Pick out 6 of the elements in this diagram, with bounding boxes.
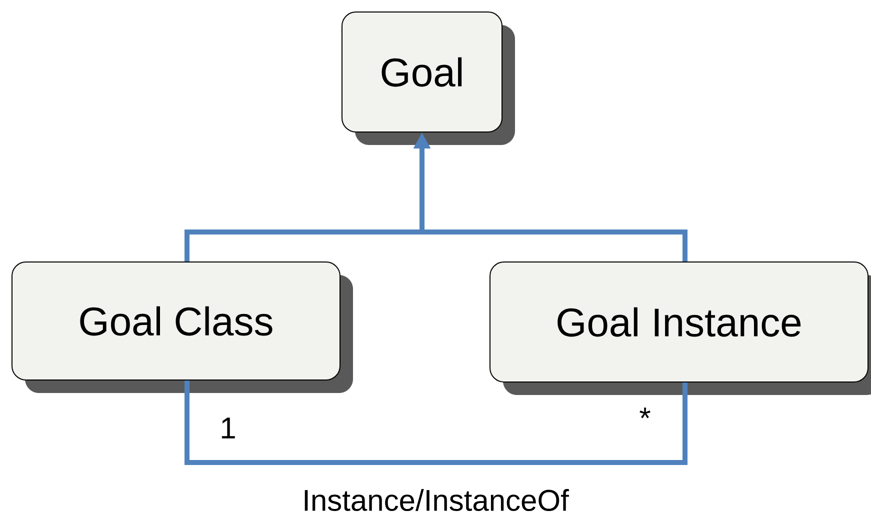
edge-label: Instance/InstanceOf [300,487,571,514]
connector [184,380,688,465]
multiplicity-label: 1 [222,418,235,438]
goal-box: Goal [342,12,515,145]
instance-box: Goal Instance [490,262,871,395]
class-box: Goal Class [12,262,353,393]
